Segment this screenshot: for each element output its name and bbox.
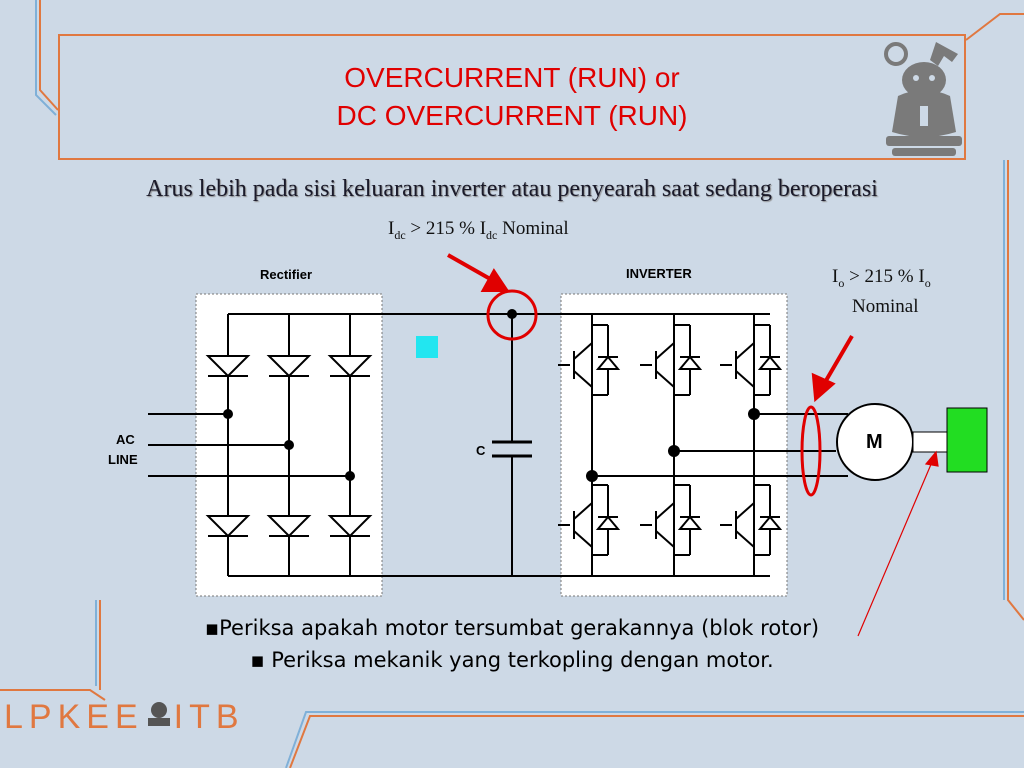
capacitor-label: C xyxy=(476,443,486,458)
bullet-item-2: ▪ Periksa mekanik yang terkopling dengan… xyxy=(250,648,774,672)
rectifier-diodes xyxy=(205,355,373,538)
inverter-label: INVERTER xyxy=(626,266,692,281)
title-line-2: DC OVERCURRENT (RUN) xyxy=(336,100,688,131)
subtitle: Arus lebih pada sisi keluaran inverter a… xyxy=(146,176,878,202)
title-line-1: OVERCURRENT (RUN) or xyxy=(344,62,680,93)
cyan-marker xyxy=(416,336,438,358)
ac-line-label-1: AC xyxy=(116,432,135,447)
ac-line-label-2: LINE xyxy=(108,452,138,467)
logo-text-right: ITB xyxy=(173,698,245,736)
formula-output-current: Io > 215 % Io xyxy=(832,266,931,290)
formula-output-nominal: Nominal xyxy=(852,296,919,317)
mechanical-load xyxy=(946,407,988,473)
lpkee-itb-logo: LPKEE ITB xyxy=(4,698,245,737)
dc-bus-highlight-circle xyxy=(486,289,538,341)
logo-text-left: LPK xyxy=(4,698,87,736)
motor-shaft xyxy=(912,431,948,453)
title-box: OVERCURRENT (RUN) or DC OVERCURRENT (RUN… xyxy=(58,34,966,160)
junction-dots xyxy=(223,309,760,482)
rectifier-label: Rectifier xyxy=(260,267,313,282)
formula-dc: Idc > 215 % Idc Nominal xyxy=(388,218,569,242)
logo-text-mid: EE xyxy=(86,698,144,736)
bullet-item-1: ▪Periksa apakah motor tersumbat gerakann… xyxy=(204,616,820,640)
motor-label: M xyxy=(866,431,883,453)
itb-emblem-icon xyxy=(884,42,962,156)
logo-emblem-icon xyxy=(144,698,174,737)
inverter-switches xyxy=(558,324,783,556)
output-highlight-ellipse xyxy=(800,405,822,497)
